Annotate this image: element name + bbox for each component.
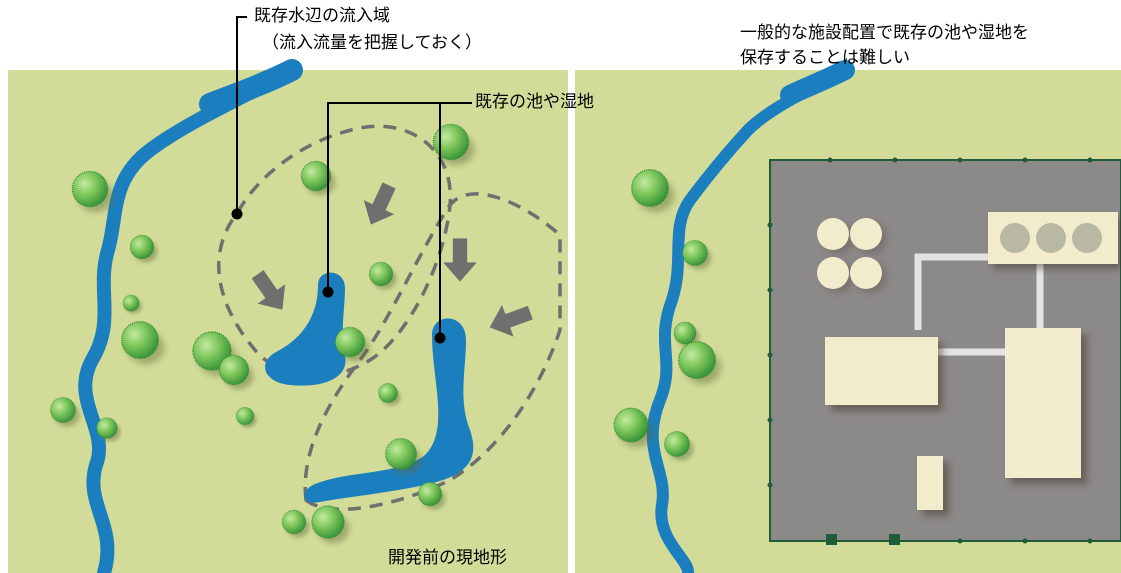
building-a [825, 337, 938, 405]
left-caption: 開発前の現地形 [388, 548, 507, 568]
inflow-zone-1 [217, 124, 453, 378]
building-c [917, 456, 943, 510]
right-river [646, 64, 851, 573]
building-b [1005, 328, 1081, 478]
right-note-line2: 保存することは難しい [740, 48, 910, 68]
right-map [575, 60, 1121, 573]
pond-1 [265, 272, 346, 386]
callout-inflow-title: 既存水辺の流入域 [254, 6, 390, 26]
callout-line-inflow [236, 16, 247, 214]
pipes [914, 253, 1044, 356]
right-note-line1: 一般的な施設配置で既存の池や湿地を [740, 23, 1029, 43]
callout-inflow-note: （流入流量を把握しておく） [262, 33, 482, 53]
pond-2 [304, 318, 474, 503]
left-map [8, 16, 568, 573]
callout-ponds-label: 既存の池や湿地 [475, 92, 594, 112]
tank-cluster-1 [817, 218, 887, 293]
callout-line-ponds [327, 102, 441, 338]
left-river [78, 63, 299, 573]
